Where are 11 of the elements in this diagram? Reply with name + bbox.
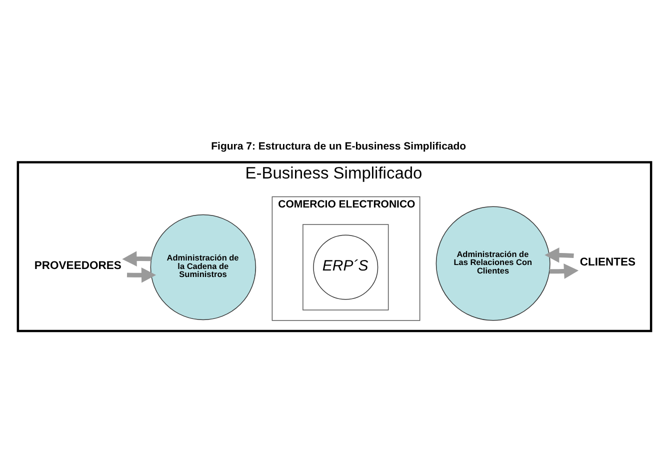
arrow [122, 250, 152, 266]
arrow [549, 263, 579, 278]
node-circle: Administración de la Cadena de Suministros [150, 214, 256, 320]
arrow [126, 266, 156, 282]
node-text: CLIENTES [580, 256, 636, 268]
cluster [302, 224, 389, 310]
node-circle: ERP´S [313, 234, 378, 300]
diagram-title: Figura 7: Estructura de un E-business Simplificado [211, 140, 466, 152]
node-circle: Administración de Las Relaciones Con Clientes [436, 206, 550, 320]
node-text: PROVEEDORES [34, 260, 122, 272]
arrow [544, 246, 574, 262]
